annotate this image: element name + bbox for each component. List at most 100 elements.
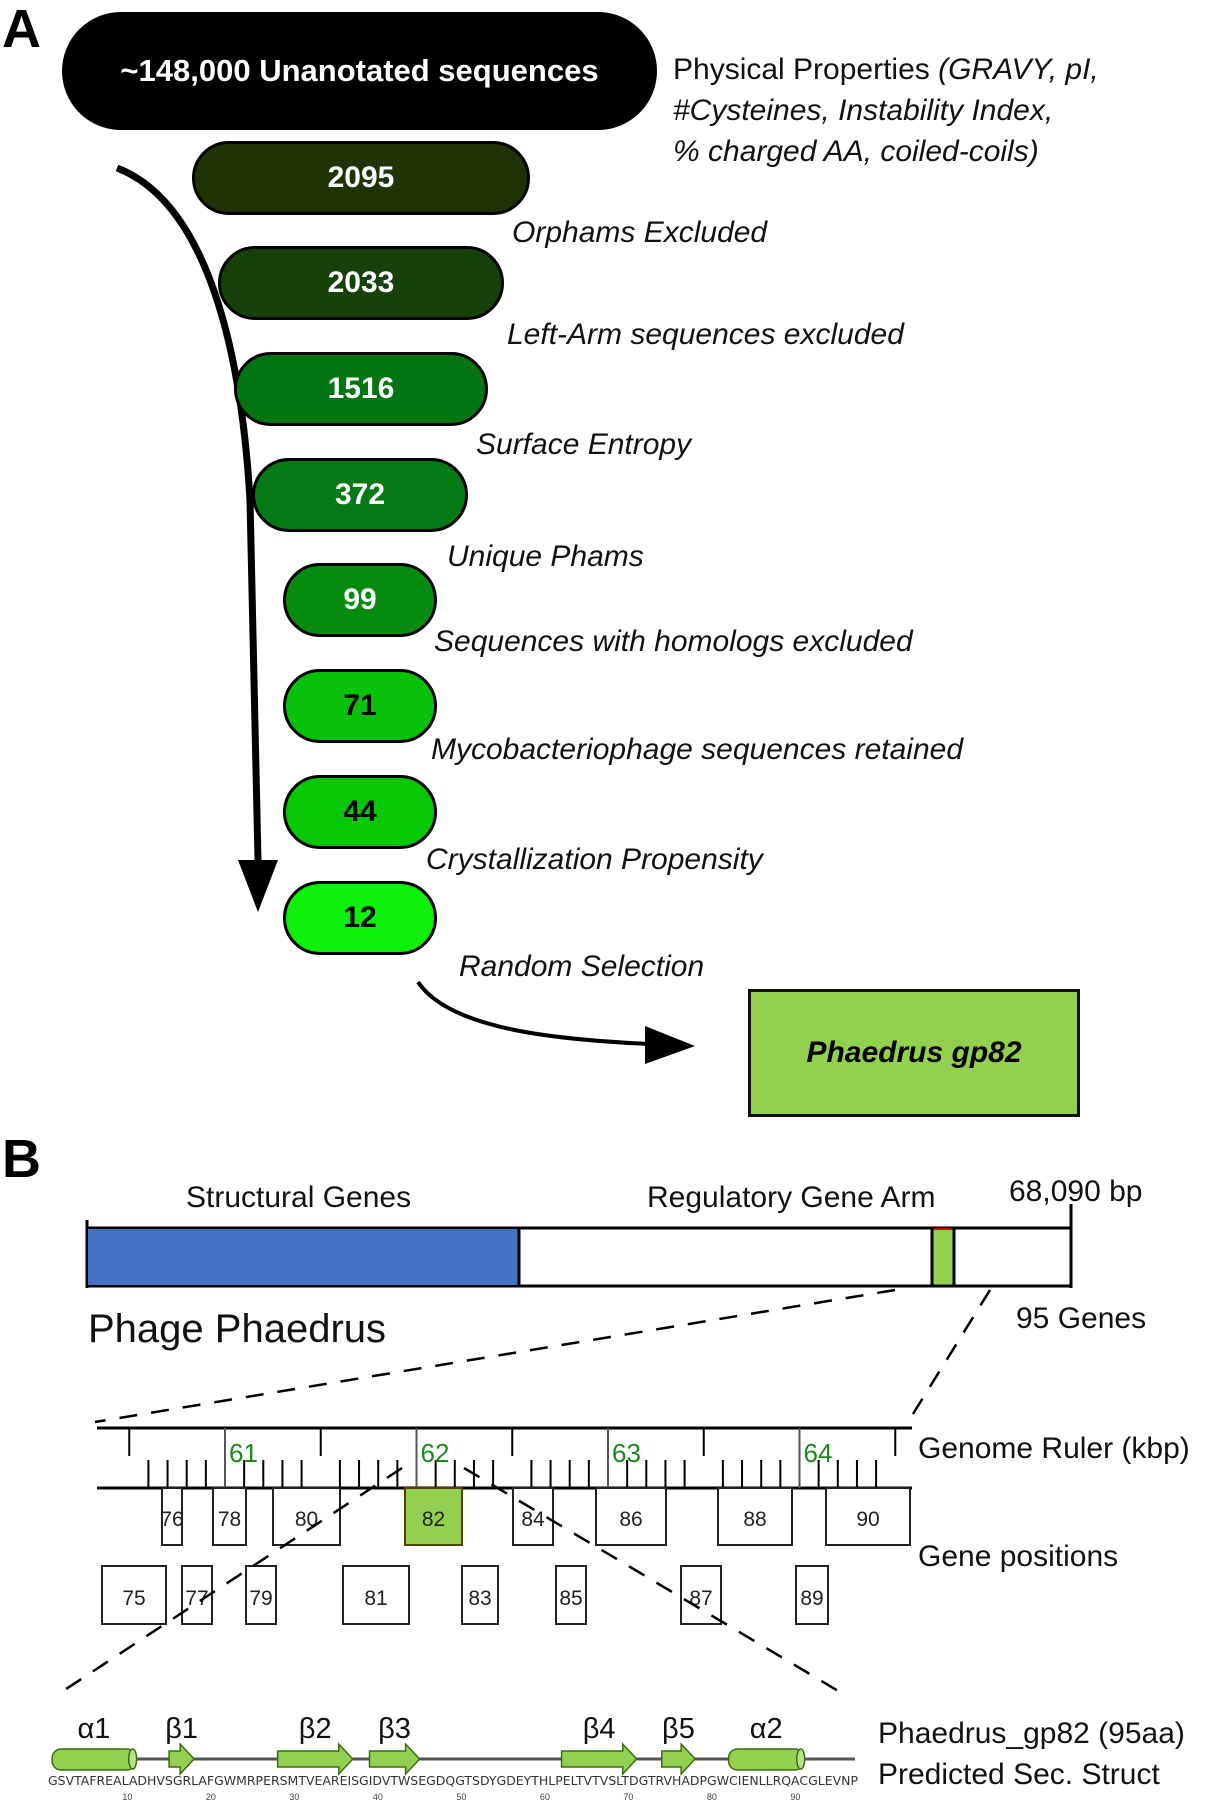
gene-label-85: 85 [559,1587,582,1610]
zoom-guide-right [906,1289,992,1423]
sec-struct-label-α2: α2 [750,1713,783,1745]
zoom-guide-left [94,1288,896,1424]
residue-tick-50: 50 [456,1792,466,1800]
genome-ruler: 61 62 63 64 [97,1426,912,1490]
gene-box-84 [512,1487,554,1546]
funnel-step-372: 372 [252,458,468,532]
funnel-step-12: 12 [283,881,437,955]
protein-guide-right [463,1466,846,1697]
structural-genes-label: Structural Genes [186,1181,412,1214]
residue-tick-40: 40 [373,1792,383,1800]
gene-box-85 [555,1565,587,1625]
gene-box-81 [342,1565,410,1625]
gene-label-80: 80 [295,1508,318,1531]
gene-box-88 [717,1487,793,1546]
funnel-step-44: 44 [283,775,437,849]
funnel-step-1516: 1516 [234,352,488,426]
funnel-step-2095: 2095 [192,141,530,215]
funnel-count: 12 [343,901,377,934]
sec-struct-label-β4: β4 [583,1713,616,1745]
funnel-count: 1516 [327,372,395,405]
physical-properties-params-2: #Cysteines, Instability Index, [673,94,1054,127]
panel-a-label: A [2,0,41,59]
ruler-tick-label: 63 [612,1438,641,1468]
residue-tick-80: 80 [707,1792,717,1800]
residue-tick-60: 60 [540,1792,550,1800]
physical-properties-params-3: % charged AA, coiled-coils) [673,135,1039,168]
funnel-count: 2033 [327,266,395,299]
helix-α1 [51,1748,137,1771]
sec-struct-label-β1: β1 [165,1713,198,1745]
strand-β2 [276,1742,354,1776]
ruler-label: Genome Ruler (kbp) [918,1432,1190,1465]
ruler-tick-label: 61 [229,1438,258,1468]
gene-box-90 [825,1487,911,1546]
gene-box-78 [212,1487,247,1546]
selection-arrow-path [416,980,651,1046]
gene-box-83 [461,1565,499,1625]
residue-tick-90: 90 [790,1792,800,1800]
funnel-count: 44 [343,795,377,828]
gene-label-82: 82 [422,1508,445,1531]
funnel-count: 372 [334,478,386,511]
protein-guide-left [56,1466,403,1697]
sec-struct-label-β3: β3 [378,1713,411,1745]
protein-sequence: GSVTAFREALADHVSGRLAFGWMRPERSMTVEAREISGID… [48,1773,858,1788]
funnel-count: 2095 [327,161,395,194]
gene-label-90: 90 [856,1508,879,1531]
strand-β4 [560,1742,638,1776]
filter-label: Mycobacteriophage sequences retained [431,733,964,766]
gene-box-79 [245,1565,277,1625]
gene-label-88: 88 [743,1508,766,1531]
funnel-count: 99 [343,583,377,616]
funnel-flow-arrow-path [115,164,262,861]
physical-properties-lead: Physical Properties [673,53,939,86]
gene-label-78: 78 [218,1508,241,1531]
ruler-tick-label: 62 [421,1438,450,1468]
helix-cap [795,1748,806,1770]
ruler-tick-label: 64 [804,1438,833,1468]
protein-name-label: Phaedrus_gp82 (95aa) [878,1717,1185,1750]
physical-properties-filter: Physical Properties (GRAVY, pI, #Cystein… [673,49,1099,172]
gene-label-89: 89 [800,1587,823,1610]
gene-label-76: 76 [160,1508,183,1531]
gene-label-84: 84 [521,1508,545,1531]
gene-label-87: 87 [689,1587,712,1610]
filter-label: Random Selection [459,950,705,983]
genome-length-label: 68,090 bp [1009,1175,1143,1208]
selection-arrowhead [645,1026,695,1064]
funnel-count: 71 [343,689,377,722]
sec-struct-label-α1: α1 [77,1713,110,1745]
helix-cap [127,1748,138,1770]
regulatory-arm-label: Regulatory Gene Arm [647,1181,936,1214]
filter-label: Orphams Excluded [512,216,768,249]
sec-struct-label-β5: β5 [662,1713,695,1745]
filter-label: Surface Entropy [476,428,692,461]
sec-struct-label: Predicted Sec. Struct [878,1758,1160,1791]
physical-properties-params-1: (GRAVY, pI, [938,53,1099,86]
funnel-step-2033: 2033 [218,246,504,320]
gene-label-83: 83 [468,1587,491,1610]
structural-region [88,1229,519,1285]
gene-label-75: 75 [122,1587,145,1610]
residue-tick-10: 10 [122,1792,132,1800]
zoom-region-highlight [930,1226,956,1288]
selected-target-box: Phaedrus gp82 [748,989,1080,1117]
filter-label: Crystallization Propensity [426,843,763,876]
selected-target-label: Phaedrus gp82 [806,1036,1022,1069]
gene-label-86: 86 [619,1508,642,1531]
gene-positions-label: Gene positions [918,1540,1119,1573]
filter-label: Left-Arm sequences excluded [507,318,904,351]
filter-label: Unique Phams [447,540,644,573]
residue-tick-20: 20 [206,1792,216,1800]
gene-box-89 [795,1565,829,1625]
panel-b-label: B [2,1129,41,1189]
gene-box-87 [680,1565,722,1625]
funnel-flow-arrowhead [238,860,278,912]
gene-box-82 [404,1487,463,1546]
gene-count-label: 95 Genes [1016,1302,1147,1335]
gene-box-75 [101,1565,167,1625]
total-sequences-node: ~148,000 Unanotated sequences [62,12,657,130]
